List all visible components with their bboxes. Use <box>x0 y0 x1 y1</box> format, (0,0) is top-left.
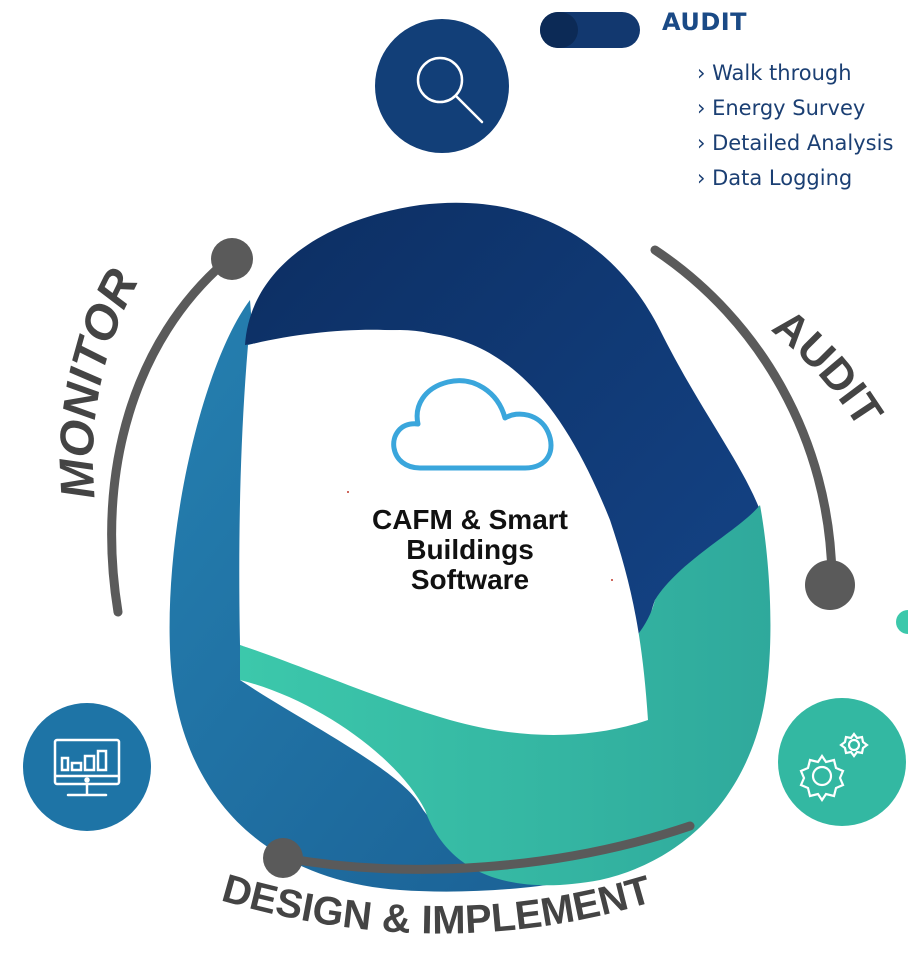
arc-label-monitor: MONITOR <box>50 261 149 500</box>
monitor-icon-badge <box>23 703 151 831</box>
audit-icon-badge <box>375 19 509 153</box>
magnifier-icon <box>416 56 484 124</box>
arc-monitor-dot <box>211 238 253 280</box>
list-item: › Data Logging <box>697 166 853 190</box>
cloud-icon <box>391 378 554 471</box>
arc-monitor <box>107 238 253 617</box>
list-item: › Walk through <box>697 61 852 85</box>
list-item: › Detailed Analysis <box>697 131 894 155</box>
audit-pill-marker <box>540 12 640 48</box>
band-design <box>240 505 771 886</box>
center-title-line3: Software <box>410 564 530 595</box>
gears-icon <box>799 732 869 802</box>
arc-label-audit: AUDIT <box>764 300 892 435</box>
audit-info-panel: AUDIT › Walk through › Energy Survey › D… <box>540 6 908 236</box>
center-title: CAFM & Smart Buildings Software <box>310 505 630 595</box>
list-item: › Energy Survey <box>697 96 866 120</box>
arc-design <box>263 821 695 878</box>
arc-design-dot <box>263 838 303 878</box>
center-title-line1: CAFM & Smart <box>371 504 568 535</box>
panel-title: AUDIT <box>662 8 748 36</box>
monitor-chart-icon <box>53 738 121 797</box>
band-monitor <box>169 300 620 892</box>
audit-steps-list: › Walk through › Energy Survey › Detaile… <box>697 56 893 196</box>
arc-audit-dot <box>805 560 855 610</box>
center-title-line2: Buildings <box>406 534 534 565</box>
arc-audit <box>650 245 855 610</box>
design-icon-badge <box>778 610 908 826</box>
